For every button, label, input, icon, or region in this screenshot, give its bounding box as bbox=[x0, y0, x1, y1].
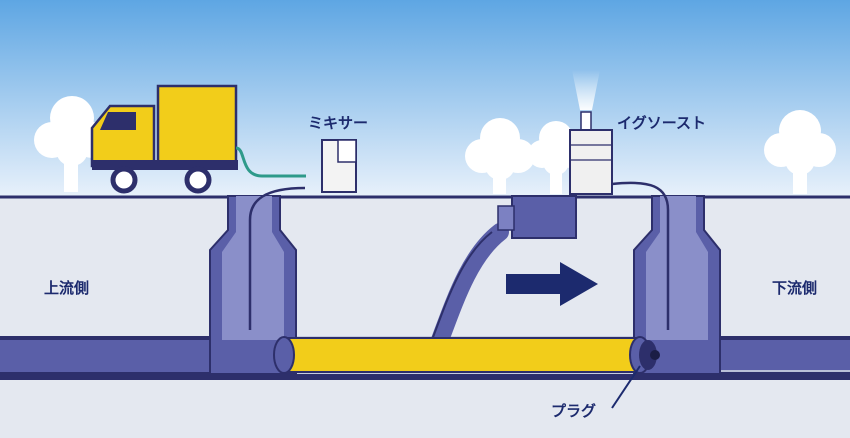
ground bbox=[0, 196, 850, 438]
inspection-conduit bbox=[431, 223, 509, 349]
truck-to-mixer-hose bbox=[235, 146, 306, 178]
ig-source-unit bbox=[569, 70, 613, 195]
flow-direction-arrow bbox=[506, 262, 598, 306]
plug bbox=[639, 340, 660, 370]
conduit-head-box bbox=[511, 195, 577, 239]
plug-label: プラグ bbox=[551, 402, 597, 420]
manhole-upstream bbox=[209, 195, 297, 375]
mixer bbox=[321, 139, 357, 193]
igsource-hose bbox=[611, 181, 670, 330]
truck bbox=[90, 84, 238, 194]
tree-center bbox=[465, 118, 535, 194]
tree-left bbox=[34, 96, 110, 192]
tree-right bbox=[764, 110, 836, 194]
mixer-hose-underground bbox=[248, 186, 306, 330]
manhole-downstream bbox=[633, 195, 721, 375]
plug-pointer-line bbox=[611, 365, 641, 409]
upstream-label: 上流側 bbox=[44, 279, 90, 297]
downstream-label: 下流側 bbox=[772, 279, 818, 297]
ig-source-label: イグソースト bbox=[617, 114, 706, 132]
liner-tube bbox=[273, 336, 651, 374]
conduit-head-plate bbox=[497, 205, 515, 231]
mixer-label: ミキサー bbox=[308, 114, 369, 132]
